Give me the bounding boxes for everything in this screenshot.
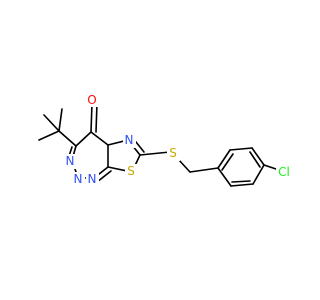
sulfur-atom-thioether: S — [169, 146, 177, 160]
bond — [58, 108, 63, 132]
bond — [43, 114, 60, 132]
nitrogen-atom-thiadiazole: N — [125, 133, 134, 147]
bond — [221, 153, 234, 171]
bond — [217, 167, 232, 187]
bond — [38, 130, 60, 141]
sulfur-atom-ring: S — [127, 164, 135, 178]
bond — [251, 147, 265, 166]
bond — [252, 164, 265, 185]
molecule-structure: O N N N N S S Cl — [38, 92, 293, 187]
bond — [90, 102, 93, 133]
bond — [95, 102, 98, 133]
bond — [177, 158, 191, 173]
bond — [58, 130, 77, 147]
bond — [217, 149, 231, 169]
bond — [96, 170, 112, 183]
bond — [230, 183, 254, 187]
bond — [249, 151, 261, 168]
atom-labels: O N N N N S S Cl — [64, 92, 293, 187]
bond — [90, 131, 109, 146]
chlorine-atom: Cl — [278, 165, 290, 179]
oxygen-atom: O — [87, 93, 96, 107]
bond — [139, 151, 171, 156]
nitrogen-atom-bridge: N — [88, 172, 97, 186]
bond — [75, 131, 92, 147]
bond — [229, 147, 253, 151]
bond — [189, 167, 219, 173]
nitrogen-atom-triazine-a: N — [66, 154, 75, 168]
bond — [231, 180, 251, 183]
nitrogen-atom-triazine-b: N — [74, 172, 83, 186]
